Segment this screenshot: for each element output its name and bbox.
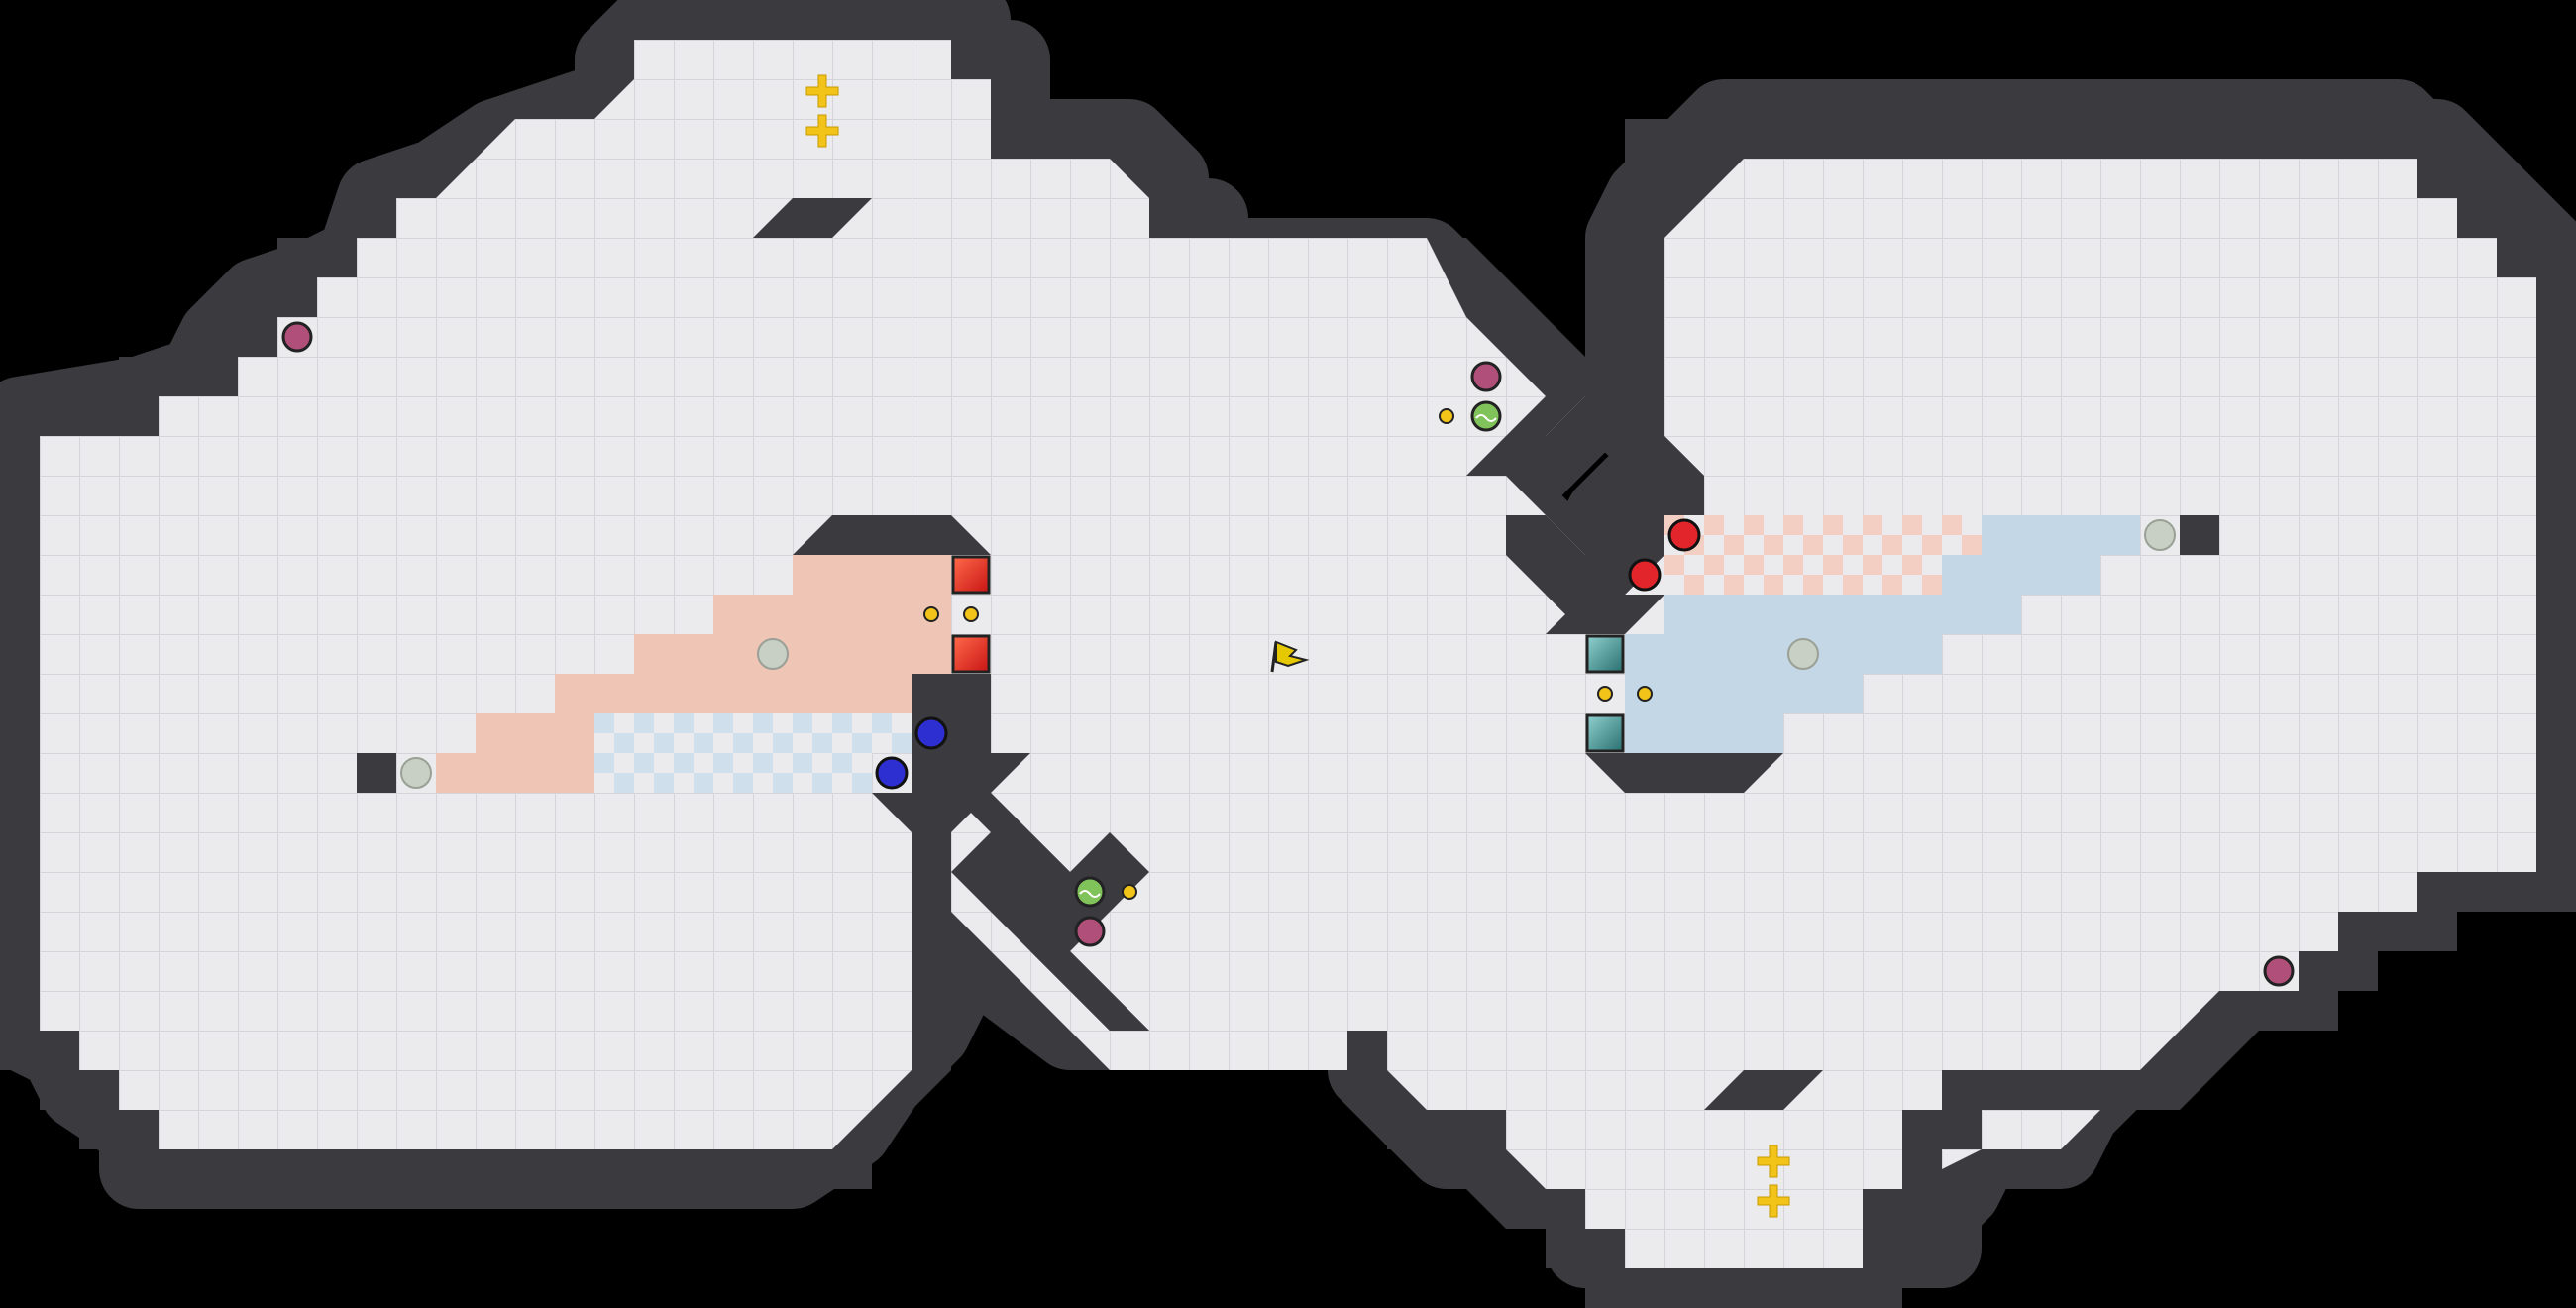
teal-block-icon[interactable] (1585, 634, 1625, 674)
middle-corridor (872, 119, 1744, 1110)
plus-pickup-icon[interactable] (805, 74, 1790, 1218)
slab-bottom-right (1704, 1070, 1823, 1110)
block-left (357, 753, 396, 793)
red-base-roof (793, 515, 991, 555)
red-zone (436, 555, 951, 793)
flag-icon[interactable] (1270, 640, 1310, 673)
red-base-pillar (912, 674, 991, 832)
red-gate-bottom[interactable] (951, 634, 991, 674)
blue-zone-checker (594, 713, 912, 793)
teal-block-icon[interactable] (1585, 713, 1625, 753)
blue-base-pillar (1585, 436, 1664, 634)
inner-walls (357, 198, 2219, 1110)
red-zone-checker (1664, 515, 1982, 595)
red-piece[interactable] (1667, 518, 1701, 552)
blue-piece[interactable] (914, 716, 948, 750)
green-ball-icon[interactable] (1074, 400, 1502, 908)
red-gate-top[interactable] (951, 555, 991, 595)
blue-base-floor (1585, 753, 1783, 793)
red-piece[interactable] (1628, 558, 1662, 592)
blue-zone (1625, 515, 2140, 753)
spawn-pad (400, 519, 2176, 789)
block-right (2180, 515, 2219, 555)
purple-ball-icon[interactable] (281, 321, 2295, 987)
coin-icon[interactable] (923, 408, 1653, 900)
slab-top-left (753, 198, 872, 238)
blue-piece[interactable] (875, 756, 909, 790)
